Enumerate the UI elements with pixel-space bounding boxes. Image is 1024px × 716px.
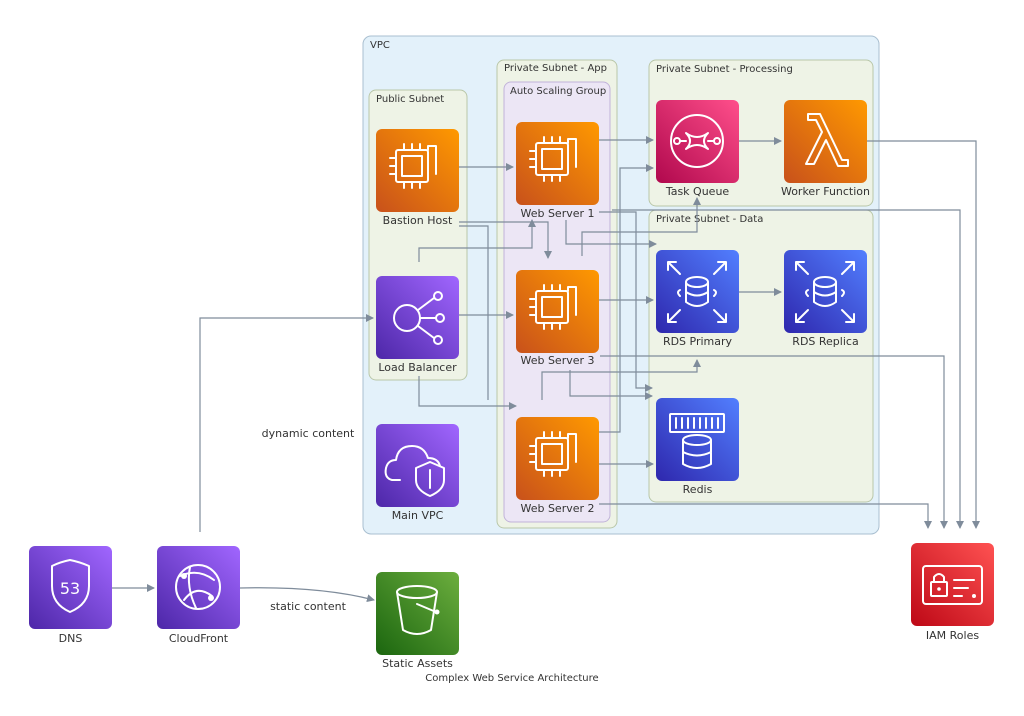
node-web1-label: Web Server 1 (520, 207, 594, 220)
edges (112, 136, 980, 603)
node-dns-label: DNS (59, 632, 83, 645)
ec2-chip-icon (529, 431, 577, 477)
node-cloudfront[interactable]: CloudFront (157, 546, 240, 645)
node-rds-replica[interactable]: RDS Replica (784, 250, 867, 348)
load-balancer-icon (393, 291, 445, 345)
cloudfront-icon (175, 564, 221, 610)
lambda-icon (805, 113, 849, 167)
edge-web3-iam (600, 355, 948, 529)
vpc-cloud-shield-icon (384, 445, 445, 497)
node-task-queue[interactable]: Task Queue (656, 100, 739, 198)
node-web-server-1[interactable]: Web Server 1 (516, 122, 599, 220)
node-rds-primary-label: RDS Primary (663, 335, 733, 348)
cluster-asg-label: Auto Scaling Group (510, 86, 606, 97)
node-worker-label: Worker Function (781, 185, 870, 198)
node-dns[interactable]: 53 DNS (29, 546, 112, 645)
node-web-server-3[interactable]: Web Server 3 (516, 270, 599, 367)
edge-lb-web2 (418, 376, 517, 410)
edge-web1-iam (612, 209, 964, 529)
elasticache-icon (669, 413, 725, 469)
rds-database-icon (667, 261, 727, 323)
s3-bucket-icon (396, 585, 440, 635)
ec2-chip-icon (529, 136, 577, 182)
node-static-assets[interactable]: Static Assets (376, 572, 459, 670)
node-cloudfront-label: CloudFront (169, 632, 229, 645)
cluster-processing-subnet-label: Private Subnet - Processing (656, 64, 793, 75)
rds-database-icon (795, 261, 855, 323)
node-load-balancer[interactable]: Load Balancer (376, 276, 459, 374)
ec2-chip-icon (389, 143, 437, 189)
diagram-title: Complex Web Service Architecture (425, 673, 598, 684)
node-iam-roles[interactable]: IAM Roles (911, 543, 994, 642)
iam-id-card-icon (922, 565, 983, 605)
edge-bastion-web2 (459, 225, 489, 400)
edge-worker-iam (867, 140, 980, 529)
edge-web2-queue (599, 164, 654, 433)
edge-lb-web1 (418, 219, 536, 262)
edge-label-dynamic: dynamic content (262, 427, 355, 440)
node-main-vpc-label: Main VPC (392, 509, 444, 522)
sqs-queue-icon (670, 114, 724, 168)
edge-label-static: static content (270, 600, 347, 613)
svg-text:53: 53 (60, 579, 80, 598)
cluster-vpc-label: VPC (370, 40, 390, 51)
edge-web2-iam (599, 503, 932, 529)
edge-cloudfront-static (239, 587, 375, 603)
node-web2-label: Web Server 2 (520, 502, 594, 515)
node-bastion-label: Bastion Host (383, 214, 453, 227)
node-load-balancer-label: Load Balancer (378, 361, 457, 374)
cluster-data-subnet-label: Private Subnet - Data (656, 214, 763, 225)
edge-web2-rds (541, 359, 701, 400)
route53-icon: 53 (51, 559, 90, 613)
node-web3-label: Web Server 3 (520, 354, 594, 367)
node-task-queue-label: Task Queue (665, 185, 730, 198)
node-iam-roles-label: IAM Roles (926, 629, 979, 642)
node-web-server-2[interactable]: Web Server 2 (516, 417, 599, 515)
node-redis[interactable]: Redis (656, 398, 739, 496)
node-main-vpc[interactable]: Main VPC (376, 424, 459, 522)
node-static-assets-label: Static Assets (382, 657, 453, 670)
edge-web3-queue (581, 197, 701, 256)
ec2-chip-icon (529, 284, 577, 330)
node-rds-replica-label: RDS Replica (792, 335, 858, 348)
node-redis-label: Redis (683, 483, 713, 496)
node-worker-function[interactable]: Worker Function (781, 100, 870, 198)
edge-web1-rds (565, 220, 657, 248)
edge-cloudfront-lb (199, 314, 374, 532)
edge-web3-redis (569, 370, 653, 400)
cluster-public-subnet-label: Public Subnet (376, 94, 444, 105)
edge-bastion-web3 (459, 221, 552, 259)
node-rds-primary[interactable]: RDS Primary (656, 250, 739, 348)
cluster-app-subnet-label: Private Subnet - App (504, 63, 607, 74)
node-bastion-host[interactable]: Bastion Host (376, 129, 459, 227)
